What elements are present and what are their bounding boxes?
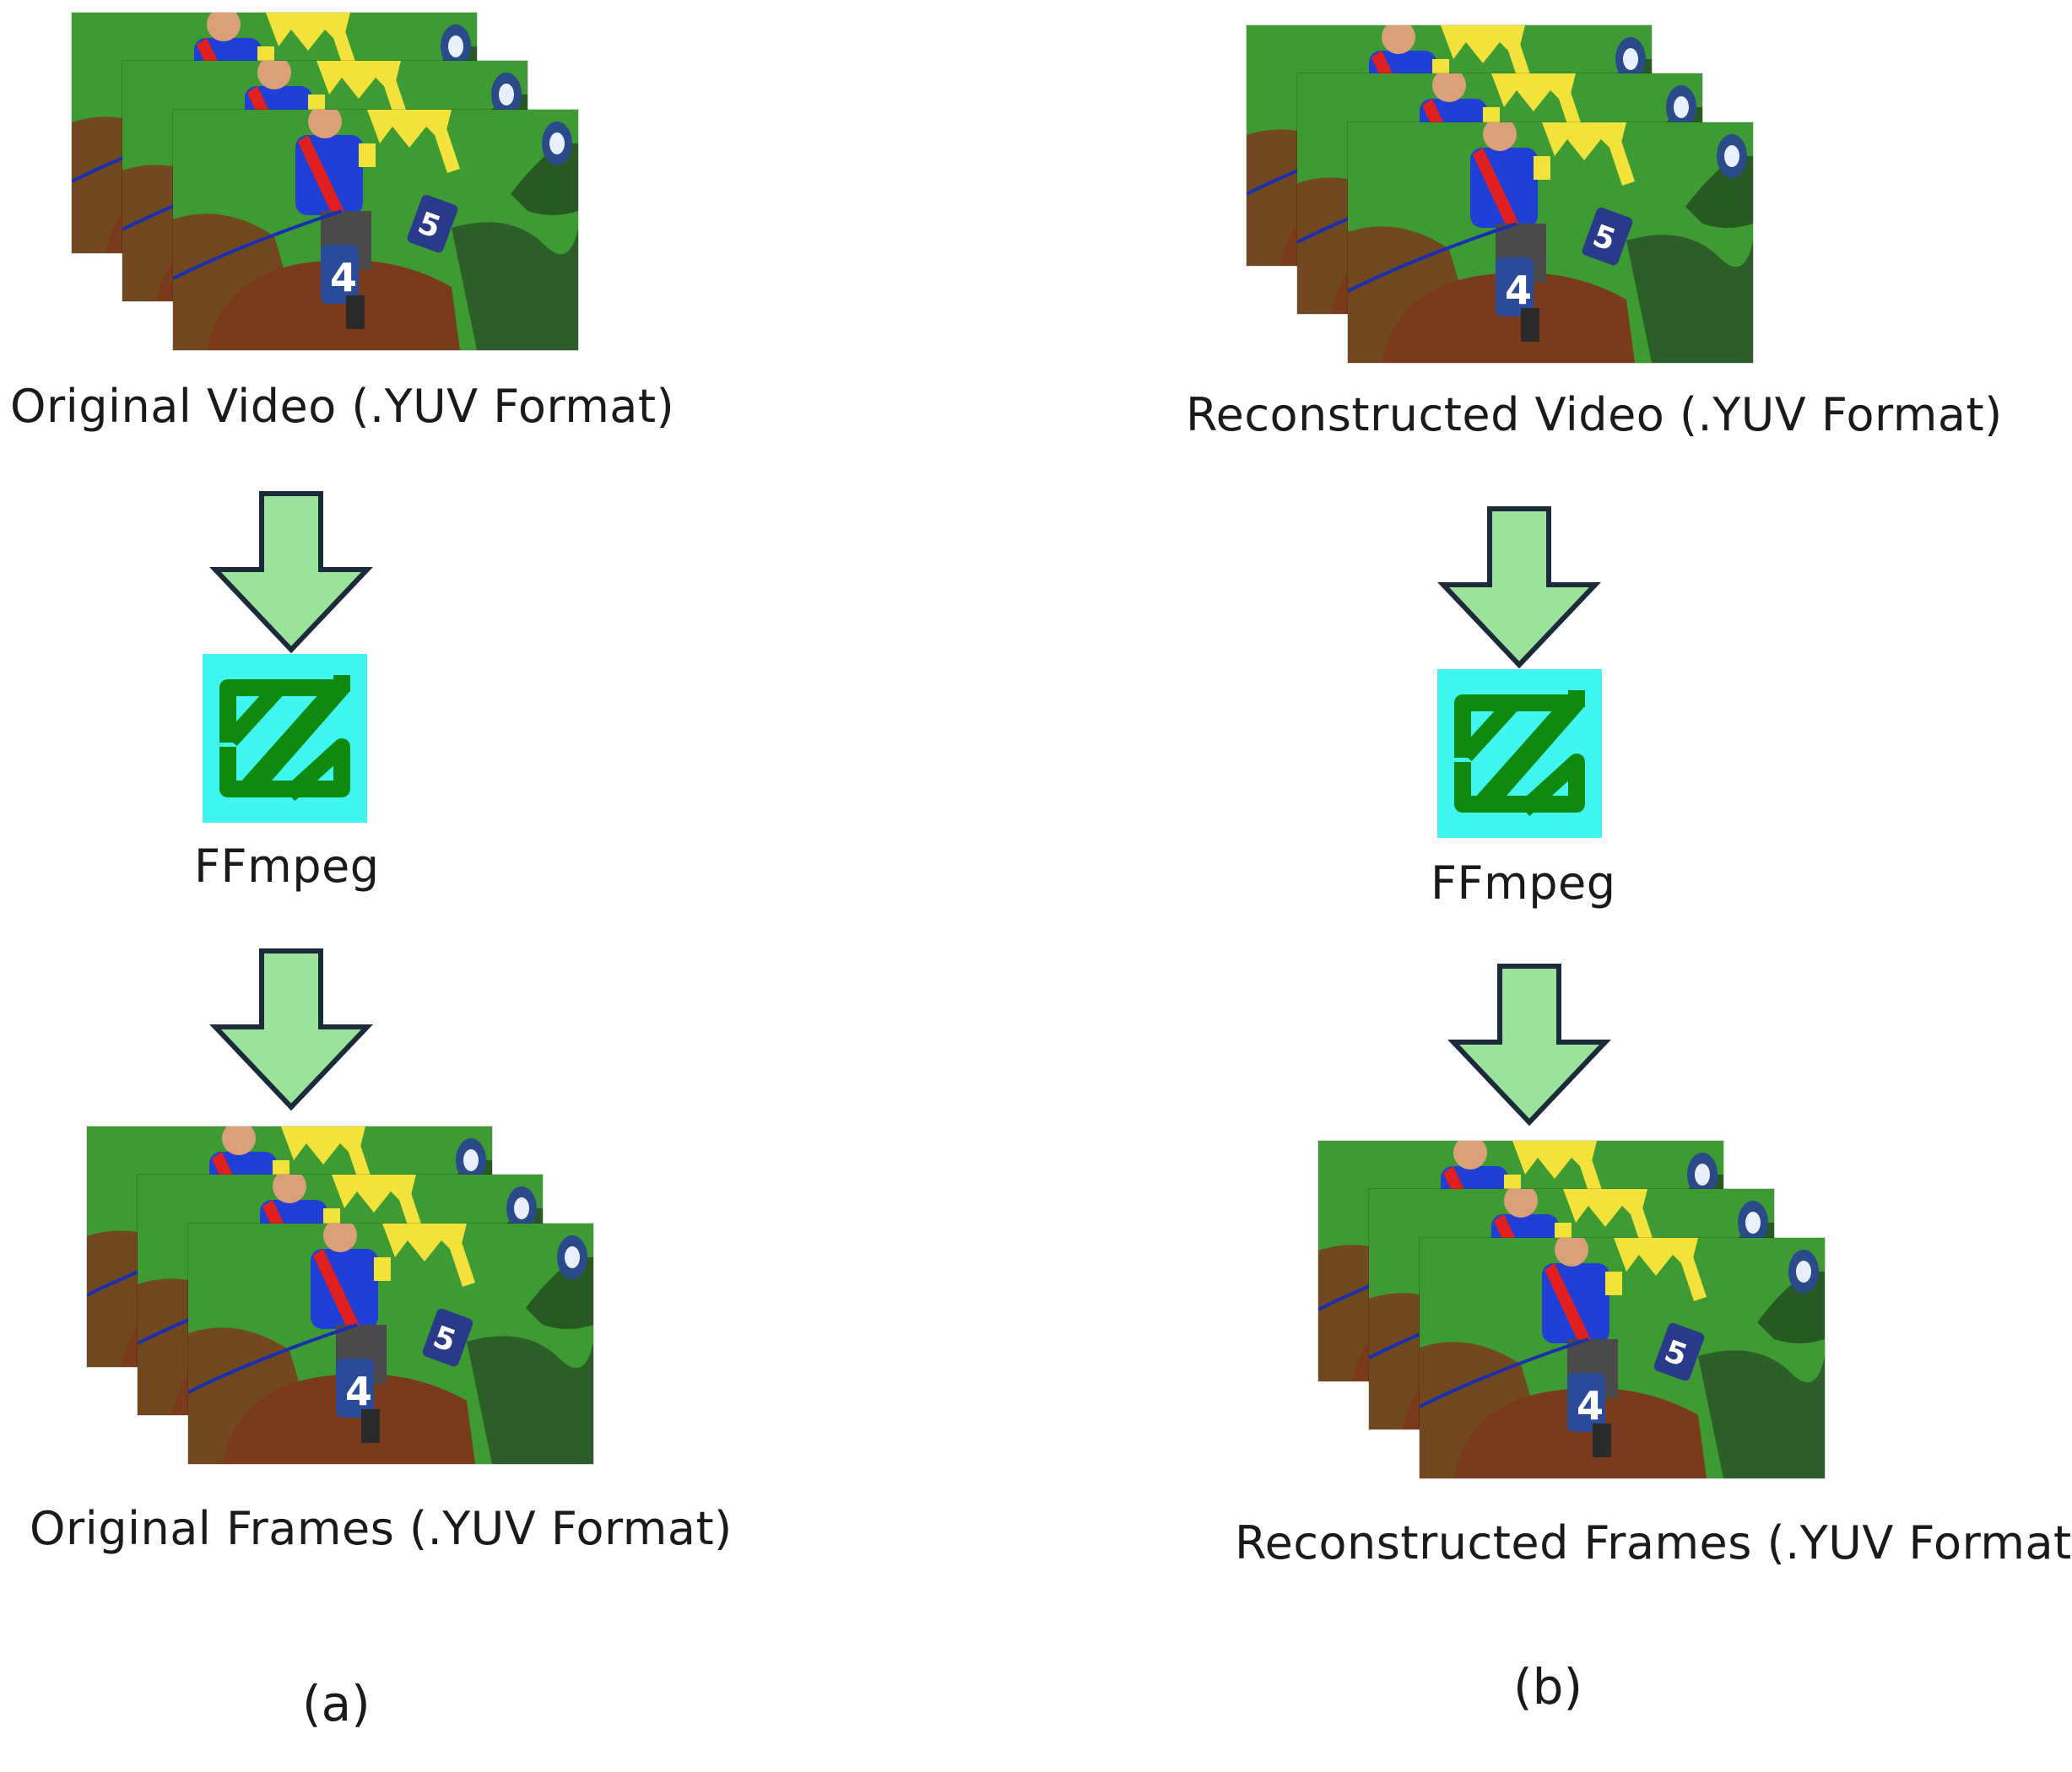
reconstructed-frames-label: Reconstructed Frames (.YUV Format) [1235,1516,2072,1569]
svg-text:4: 4 [1505,267,1532,313]
down-arrow-icon [209,948,373,1111]
svg-text:4: 4 [330,255,357,300]
reconstructed-video-label: Reconstructed Video (.YUV Format) [1186,388,2003,441]
ffmpeg-logo-icon [203,654,367,823]
video-frame-thumbnail: 4 5 [1348,122,1753,363]
ffmpeg-label: FFmpeg [1431,856,1616,910]
svg-text:4: 4 [1577,1383,1604,1429]
video-frame-thumbnail: 4 5 [1420,1238,1825,1478]
caption-b: (b) [1513,1658,1583,1715]
video-frame-thumbnail: 4 5 [188,1224,593,1464]
svg-text:4: 4 [345,1369,372,1414]
down-arrow-icon [1447,964,1611,1126]
ffmpeg-label: FFmpeg [194,840,380,893]
video-frame-thumbnail: 4 5 [173,110,578,350]
original-frames-label: Original Frames (.YUV Format) [30,1502,733,1555]
ffmpeg-logo-icon [1437,669,1602,838]
down-arrow-icon [209,491,373,654]
original-video-label: Original Video (.YUV Format) [10,380,675,433]
caption-a: (a) [302,1675,371,1732]
down-arrow-icon [1437,506,1601,669]
